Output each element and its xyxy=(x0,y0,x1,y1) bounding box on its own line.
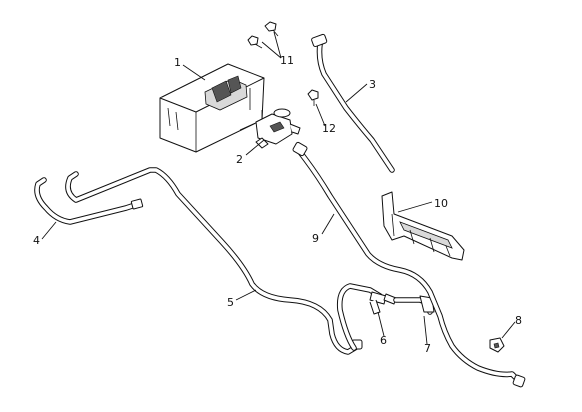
callout-2: 2 xyxy=(236,153,243,166)
vent-hose[interactable] xyxy=(311,33,395,173)
fastener[interactable] xyxy=(307,89,319,106)
hose-long[interactable] xyxy=(65,167,363,355)
callout-8: 8 xyxy=(515,314,522,327)
screws[interactable] xyxy=(247,21,279,49)
canister[interactable] xyxy=(159,63,265,153)
purge-valve[interactable] xyxy=(255,108,301,149)
callout-9: 9 xyxy=(312,232,319,245)
clip[interactable] xyxy=(489,337,505,353)
bracket[interactable] xyxy=(381,191,465,261)
callout-11: 11 xyxy=(280,54,294,67)
callout-6: 6 xyxy=(380,334,387,347)
purge-pipe[interactable] xyxy=(292,141,526,388)
callout-12: 12 xyxy=(322,122,336,135)
callout-5: 5 xyxy=(227,296,234,309)
callout-10: 10 xyxy=(434,197,448,210)
callout-7: 7 xyxy=(424,342,431,355)
callout-3: 3 xyxy=(369,78,376,91)
hose-short[interactable] xyxy=(393,295,435,315)
callout-1: 1 xyxy=(174,56,181,69)
hose-connector[interactable] xyxy=(336,283,397,351)
hose-left[interactable] xyxy=(34,177,144,225)
callout-4: 4 xyxy=(33,234,40,247)
